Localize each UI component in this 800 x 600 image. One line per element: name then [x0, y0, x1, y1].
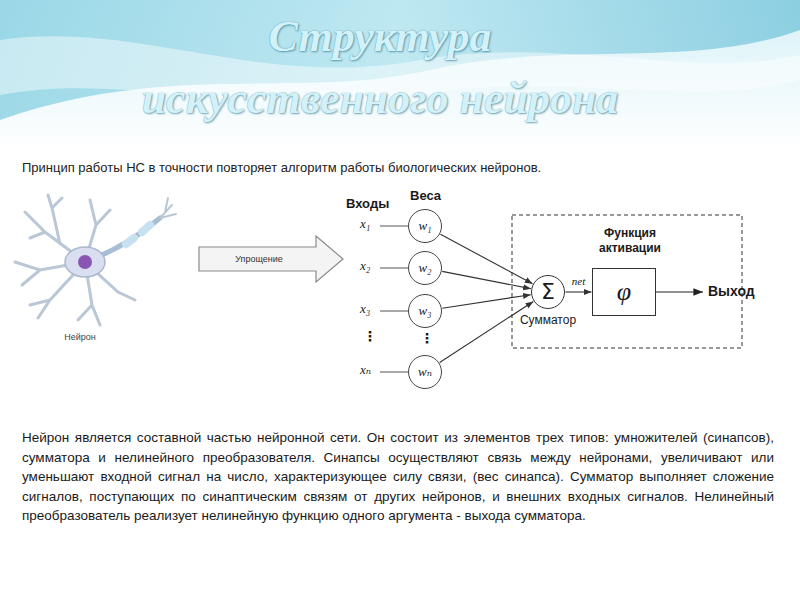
output-label: Выход — [708, 283, 755, 299]
arrow-text: Упрощение — [235, 254, 283, 264]
node-circle: w₃ — [408, 294, 442, 328]
node-arrow: Упрощение — [198, 235, 344, 283]
weight-circle: w₂ — [408, 251, 442, 285]
simplify-arrow-body: Упрощение — [200, 247, 318, 271]
weight-circle: w₁ — [408, 209, 442, 243]
input-wire — [380, 226, 410, 372]
neuron-illustration-part — [126, 225, 150, 244]
node-func: Функция активации φ — [588, 226, 672, 318]
summator-circle: Σ — [531, 275, 565, 309]
input-wire-part — [380, 372, 410, 373]
neuron-nucleus — [78, 255, 92, 269]
weight-circle: w₃ — [408, 294, 442, 328]
node-circle: w₂ — [408, 251, 442, 285]
input-wire-part — [380, 226, 410, 227]
signal-connector — [440, 302, 534, 363]
weights-heading: Веса — [410, 188, 441, 203]
input-label: xₙ — [360, 362, 371, 378]
weight-label: w₁ — [418, 218, 431, 234]
inputs-heading: Входы — [346, 196, 389, 211]
activation-heading: Функция активации — [594, 226, 666, 256]
activation-symbol: φ — [617, 279, 631, 305]
output-wire — [648, 291, 703, 292]
simplify-arrow-outline — [199, 236, 343, 282]
input-wire-part — [380, 311, 410, 312]
summator-symbol: Σ — [541, 281, 555, 303]
dashed-neuron-boundary — [512, 215, 742, 348]
ellipsis: ⋮ — [363, 328, 377, 344]
signal-connector — [442, 271, 531, 288]
summator-caption: Сумматор — [500, 313, 596, 327]
neuron-illustration-part — [160, 198, 176, 218]
activation-box: φ — [592, 268, 656, 316]
weight-label: wₙ — [418, 364, 432, 380]
ellipsis: ⋮ — [420, 330, 434, 346]
neuron-body — [65, 247, 105, 277]
neuron-illustration-part — [95, 218, 160, 258]
input-label: x₃ — [360, 301, 370, 317]
edge-label: net — [570, 275, 587, 287]
description-paragraph: Нейрон является составной частью нейронн… — [22, 428, 774, 526]
weight-circle: wₙ — [408, 355, 442, 389]
node-circle: w₁ — [408, 209, 442, 243]
weight-label: w₃ — [418, 303, 431, 319]
signal-connector — [566, 291, 592, 292]
input-label: x₁ — [360, 216, 370, 232]
node-circle: wₙ — [408, 355, 442, 389]
neuron-caption: Нейрон — [50, 332, 110, 342]
intro-line: Принцип работы НС в точности повторяет а… — [22, 160, 541, 175]
neuron-illustration — [15, 195, 176, 325]
input-wire-part — [380, 268, 410, 269]
signal-connector — [440, 234, 532, 283]
weight-label: w₂ — [418, 260, 431, 276]
signal-connector — [442, 295, 530, 309]
slide-title: Структура искусственного нейрона — [80, 6, 680, 130]
header-ground — [0, 0, 800, 150]
input-label: x₂ — [360, 258, 370, 274]
